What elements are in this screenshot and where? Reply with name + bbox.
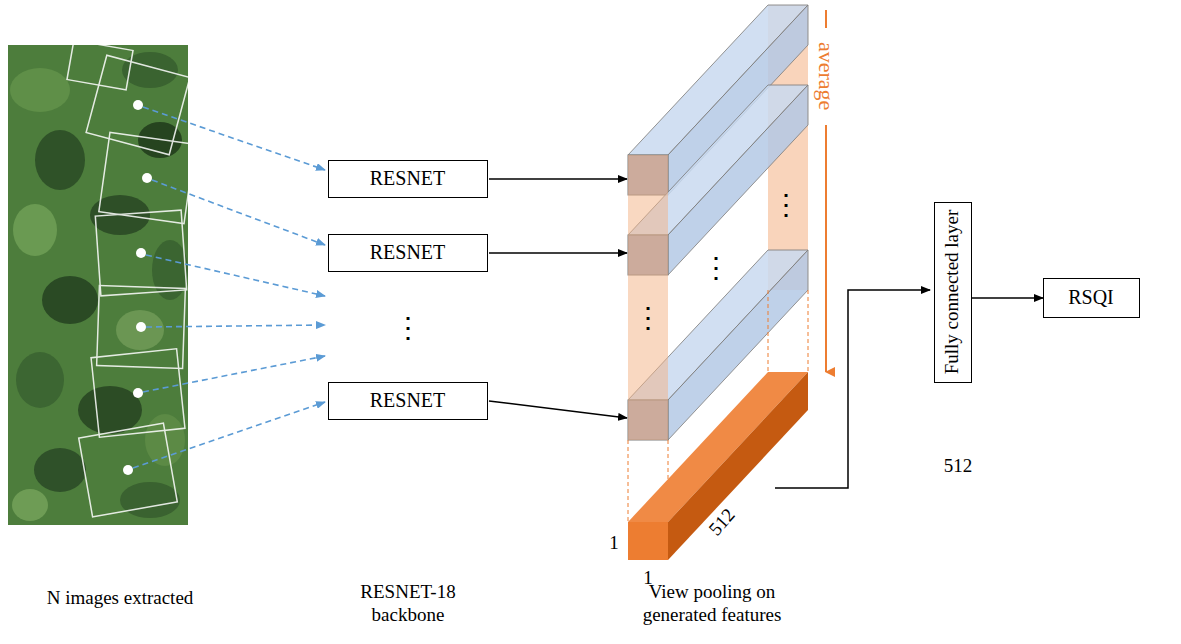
pooling-label: average (813, 42, 839, 110)
stage-caption: RESNET-18 backbone (338, 581, 478, 627)
node-label: RESNET (370, 241, 446, 264)
node-label: Fully connected layer (942, 209, 964, 374)
node-label: RESNET (370, 389, 446, 412)
stage-caption: N images extracted (47, 587, 194, 610)
resnet-box: RESNET (328, 234, 488, 272)
flow-arrow (972, 297, 1043, 299)
dimension-label: 1 (609, 532, 619, 555)
node-label: RESNET (370, 167, 446, 190)
ellipsis: ⋮ (702, 251, 730, 285)
output-box: RSQI (1043, 278, 1140, 318)
pooled-feature-line (775, 290, 930, 488)
ellipsis: ⋮ (634, 301, 662, 335)
resnet-box: RESNET (328, 160, 488, 198)
ellipsis: ⋮ (394, 311, 422, 345)
dashed-arrows (133, 107, 325, 468)
stage-caption: View pooling on generated features (617, 581, 807, 627)
node-label: RSQI (1068, 286, 1114, 309)
fc-layer-box: Fully connected layer (934, 202, 972, 383)
satellite-image (8, 40, 195, 525)
ellipsis: ⋮ (772, 188, 800, 222)
resnet-box: RESNET (328, 382, 488, 420)
feature-block (628, 5, 826, 560)
dimension-label: 512 (944, 455, 973, 478)
feature-arrows (489, 179, 627, 418)
